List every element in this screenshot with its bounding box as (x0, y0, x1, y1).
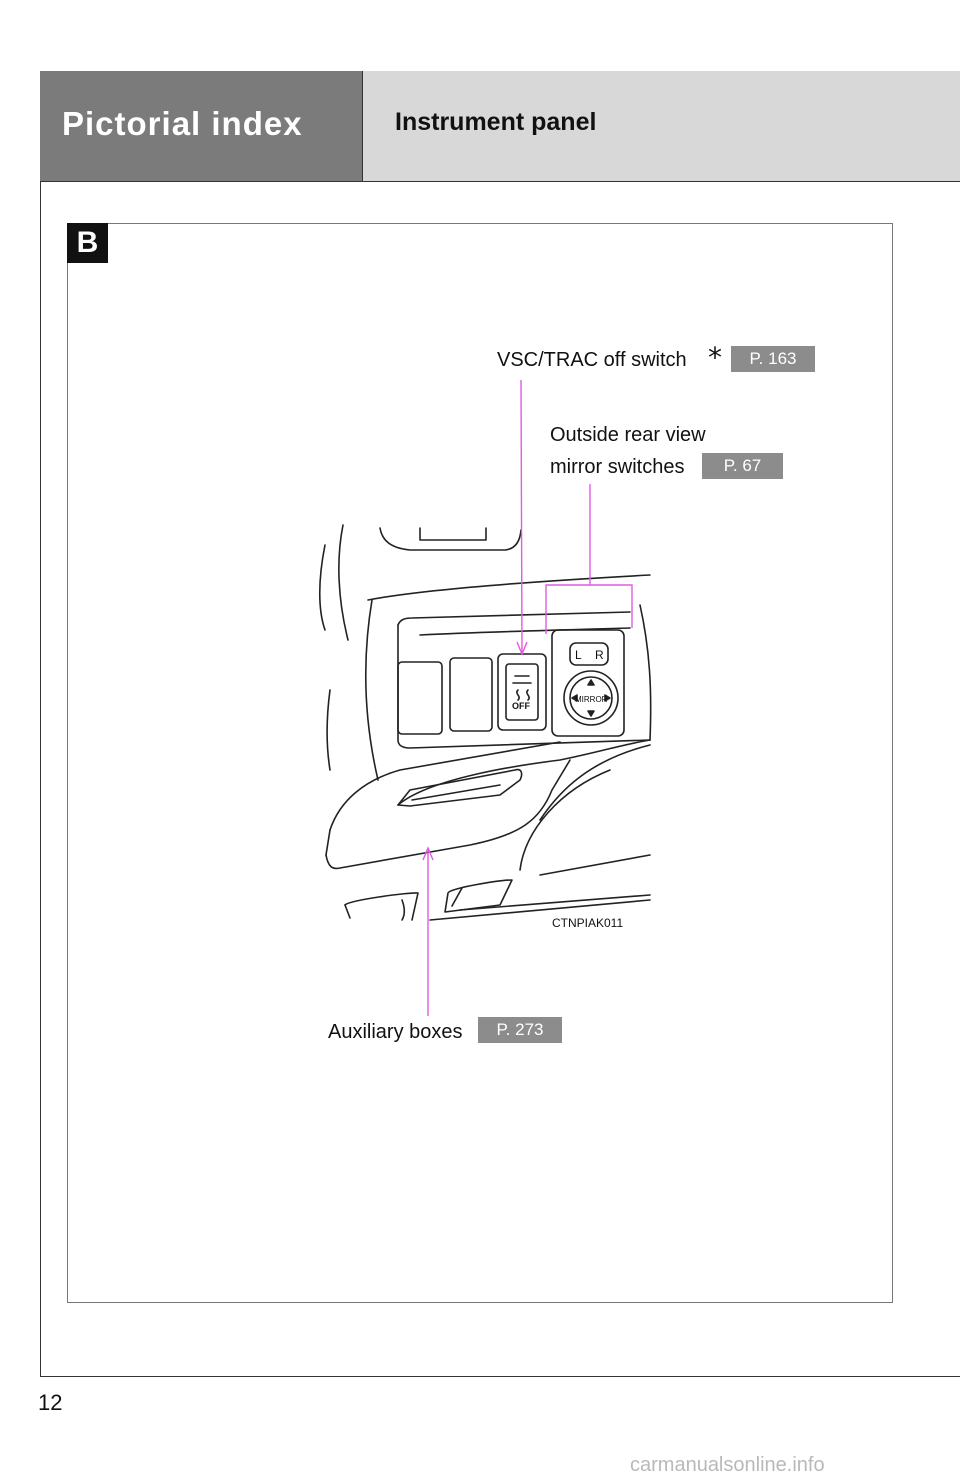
vsc-trac-label: VSC/TRAC off switch (497, 349, 687, 371)
header-subtitle-block: Instrument panel (363, 71, 960, 181)
vsc-off-switch-text: OFF (512, 701, 530, 711)
illustration-panel (67, 223, 893, 1303)
page-number: 12 (38, 1390, 63, 1415)
watermark: carmanualsonline.info (630, 1454, 825, 1476)
page-header: Pictorial index Instrument panel (40, 71, 960, 182)
mirror-label-line2: mirror switches (550, 456, 685, 478)
mirror-page-ref[interactable]: P. 67 (702, 453, 783, 479)
section-badge: B (67, 223, 108, 263)
illustration-code: CTNPIAK011 (552, 916, 623, 930)
auxiliary-boxes-label: Auxiliary boxes (328, 1021, 463, 1043)
auxiliary-page-ref[interactable]: P. 273 (478, 1017, 562, 1043)
mirror-left-text: L (575, 648, 582, 662)
mirror-switch-text: MIRROR (575, 695, 608, 704)
mirror-label-line1: Outside rear view (550, 424, 706, 446)
page-subtitle: Instrument panel (395, 108, 597, 136)
mirror-right-text: R (595, 648, 604, 662)
section-title: Pictorial index (62, 105, 303, 142)
header-section-block: Pictorial index (40, 71, 363, 181)
asterisk-note: * (708, 341, 722, 374)
vsc-page-ref[interactable]: P. 163 (731, 346, 815, 372)
